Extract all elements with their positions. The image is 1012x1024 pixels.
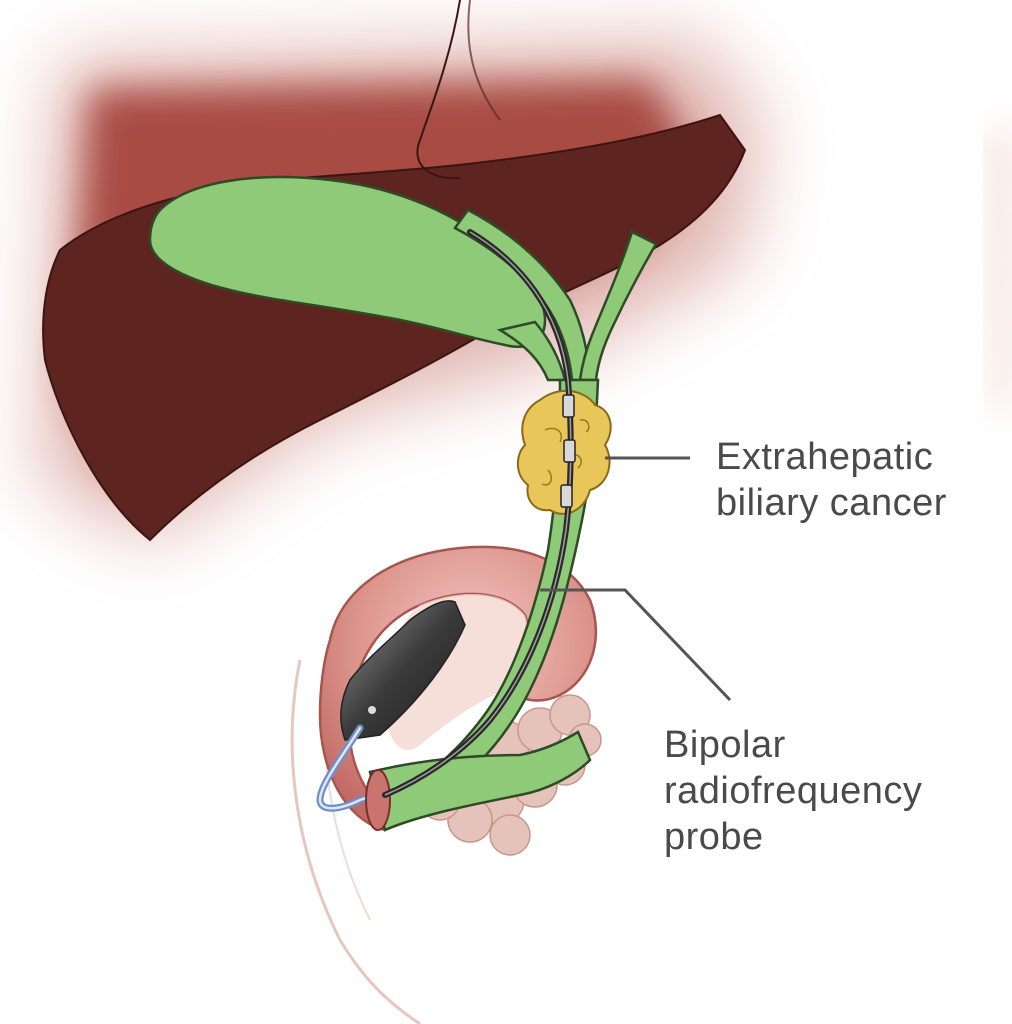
duodenum-outer <box>290 659 421 1024</box>
probe-catheter-highlight <box>384 231 572 796</box>
right-organ-edge <box>990 120 1012 420</box>
gallbladder <box>148 175 547 348</box>
duodenum-lower-segment <box>368 730 592 832</box>
label-probe-line1: Bipolar <box>664 724 786 766</box>
label-extrahepatic-biliary-cancer: Extrahepatic biliary cancer <box>716 434 947 526</box>
endoscope <box>340 600 466 741</box>
duodenal-opening <box>365 769 391 831</box>
liver-fissure <box>416 0 461 180</box>
label-cancer-line1: Extrahepatic <box>716 436 934 478</box>
probe-electrodes <box>560 394 576 508</box>
label-bipolar-radiofrequency-probe: Bipolar radiofrequency probe <box>664 722 922 860</box>
liver-fissure-2 <box>467 0 501 121</box>
label-probe-line2: radiofrequency <box>664 770 923 812</box>
probe-wire-highlight <box>318 726 392 810</box>
probe-leader-line <box>540 588 732 702</box>
label-cancer-line2: biliary cancer <box>716 482 947 524</box>
label-probe-line3: probe <box>664 816 764 858</box>
